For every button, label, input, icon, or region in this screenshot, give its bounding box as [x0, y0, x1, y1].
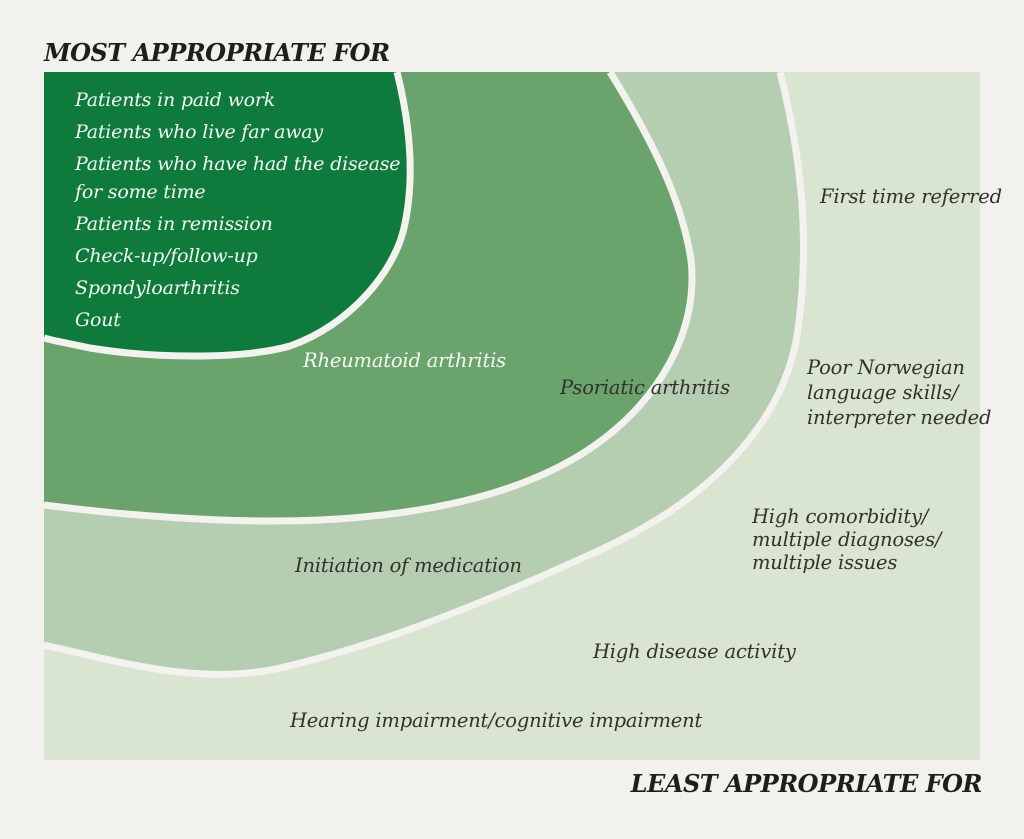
title-most-appropriate: MOST APPROPRIATE FOR	[44, 38, 390, 67]
ring-4-item: Poor Norwegian language skills/ interpre…	[807, 356, 992, 429]
ring-1-item: Spondyloarthritis	[75, 277, 240, 299]
ring-1-region	[44, 72, 411, 356]
ring-1-item: Check-up/follow-up	[75, 245, 258, 267]
ring-4-item: First time referred	[820, 185, 1002, 208]
ring-2-item: Rheumatoid arthritis	[303, 349, 506, 372]
ring-1-label-list: Patients in paid work Patients who live …	[75, 86, 401, 338]
ring-3-item: Initiation of medication	[295, 554, 522, 577]
ring-4-item: Hearing impairment/cognitive impairment	[290, 709, 703, 732]
ring-1-item: Gout	[75, 309, 121, 331]
ring-1-item: Patients who live far away	[75, 121, 323, 143]
ring-1-item: Patients in paid work	[75, 89, 276, 111]
ring-3-divider	[44, 72, 808, 678]
ring-4-item: High comorbidity/ multiple diagnoses/ mu…	[752, 505, 942, 574]
ring-1-item: Patients who have had the disease for so…	[75, 153, 401, 203]
ring-2-divider	[44, 72, 696, 525]
ring-3-item: Psoriatic arthritis	[560, 376, 730, 399]
ring-1-item: Patients in remission	[75, 213, 273, 235]
title-least-appropriate: LEAST APPROPRIATE FOR	[630, 769, 983, 798]
ring-4-item: High disease activity	[593, 640, 796, 663]
ring-1-divider	[44, 72, 414, 360]
